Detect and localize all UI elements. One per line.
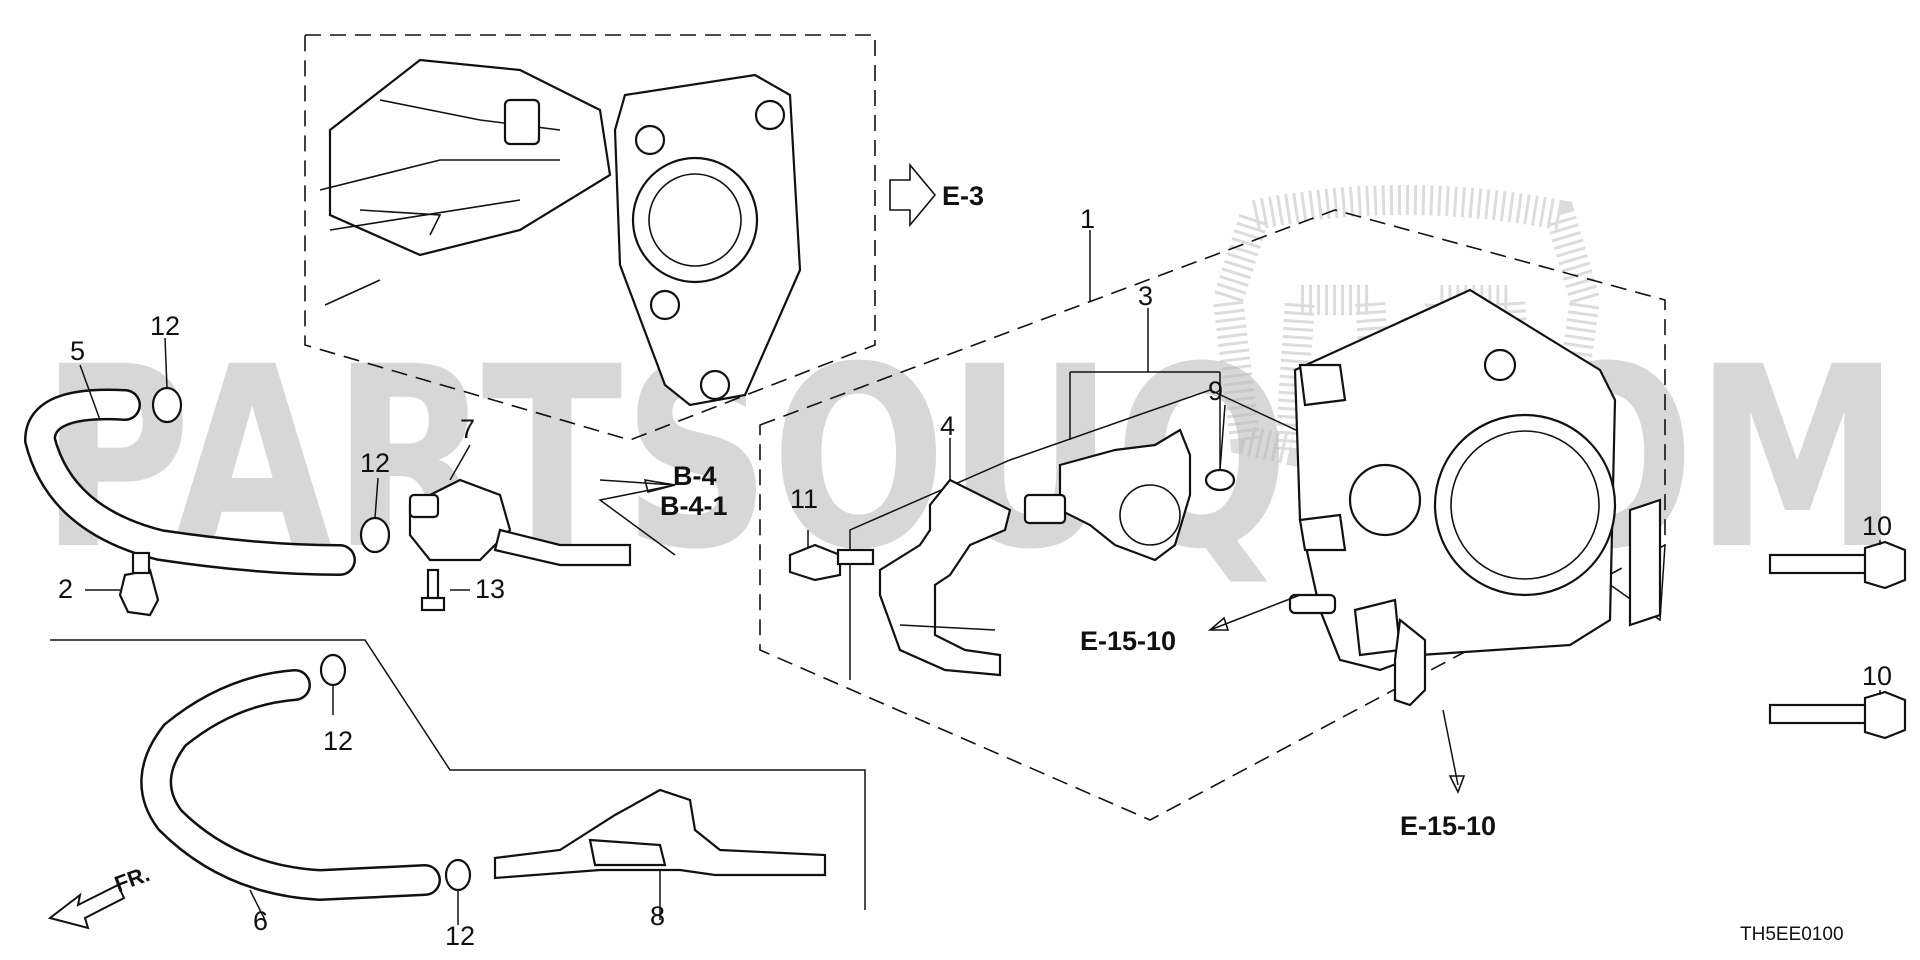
callout-10-b: 10 [1862, 661, 1892, 691]
ref-e1510-b: E-15-10 [1400, 811, 1496, 841]
callout-3: 3 [1138, 281, 1153, 311]
bolt-part-13 [420, 568, 446, 612]
callout-6: 6 [253, 906, 268, 936]
bolt-part-10-a [1768, 540, 1907, 590]
watermark-h-logo [1212, 185, 1601, 469]
bolt-part-11 [788, 543, 875, 582]
hose-clip-part-12-a [151, 386, 183, 424]
callout-12-a: 12 [150, 311, 180, 341]
callout-12-c: 12 [323, 726, 353, 756]
callout-leaders [79, 230, 1881, 925]
ref-e3: E-3 [942, 181, 984, 211]
intake-manifold-inset [304, 34, 876, 441]
ref-b4: B-4 [673, 461, 717, 491]
diagram-code: TH5EE0100 [1740, 924, 1844, 945]
hose-lower-part-6 [140, 669, 441, 902]
bypass-valve-part-7 [408, 478, 632, 567]
hose-clip-part-12-b [359, 516, 391, 554]
sensor-part-3 [1023, 428, 1192, 562]
throttle-body-main [1288, 288, 1662, 707]
callout-8: 8 [650, 901, 665, 931]
bypass-pipe-part-8 [493, 788, 827, 880]
ref-b41: B-4-1 [660, 491, 728, 521]
bracket-part-4 [878, 478, 1012, 677]
hose-clamp-part-2 [118, 551, 160, 617]
callout-10-a: 10 [1862, 511, 1892, 541]
hose-clip-part-12-d [444, 858, 472, 892]
callout-11: 11 [790, 484, 818, 514]
e1510-reference-a: E-15-10 [1080, 594, 1301, 656]
hose-upper-part-5 [23, 388, 356, 576]
hollow-arrow-icon [889, 162, 937, 228]
o-ring-part-9 [1204, 468, 1236, 492]
callout-12-d: 12 [445, 921, 475, 951]
e3-reference: E-3 [889, 162, 984, 228]
e1510-reference-b: E-15-10 [1400, 709, 1496, 841]
b4-reference: B-4 B-4-1 [598, 461, 728, 556]
front-direction-indicator: FR. [47, 861, 153, 930]
callout-7: 7 [460, 414, 475, 444]
front-label: FR. [111, 861, 153, 897]
callout-13: 13 [475, 574, 505, 604]
callout-4: 4 [940, 411, 955, 441]
callout-1: 1 [1080, 204, 1095, 234]
front-arrow-icon [47, 883, 126, 930]
callout-12-b: 12 [360, 448, 390, 478]
callout-numbers: 1 3 9 4 11 10 10 12 5 12 7 2 13 12 6 12 … [58, 204, 1892, 951]
callout-5: 5 [70, 336, 85, 366]
callout-9: 9 [1208, 376, 1223, 406]
callout-2: 2 [58, 574, 73, 604]
hose-clip-part-12-c [319, 653, 347, 687]
ref-e1510-a: E-15-10 [1080, 626, 1176, 656]
bolt-part-10-b [1768, 690, 1907, 740]
